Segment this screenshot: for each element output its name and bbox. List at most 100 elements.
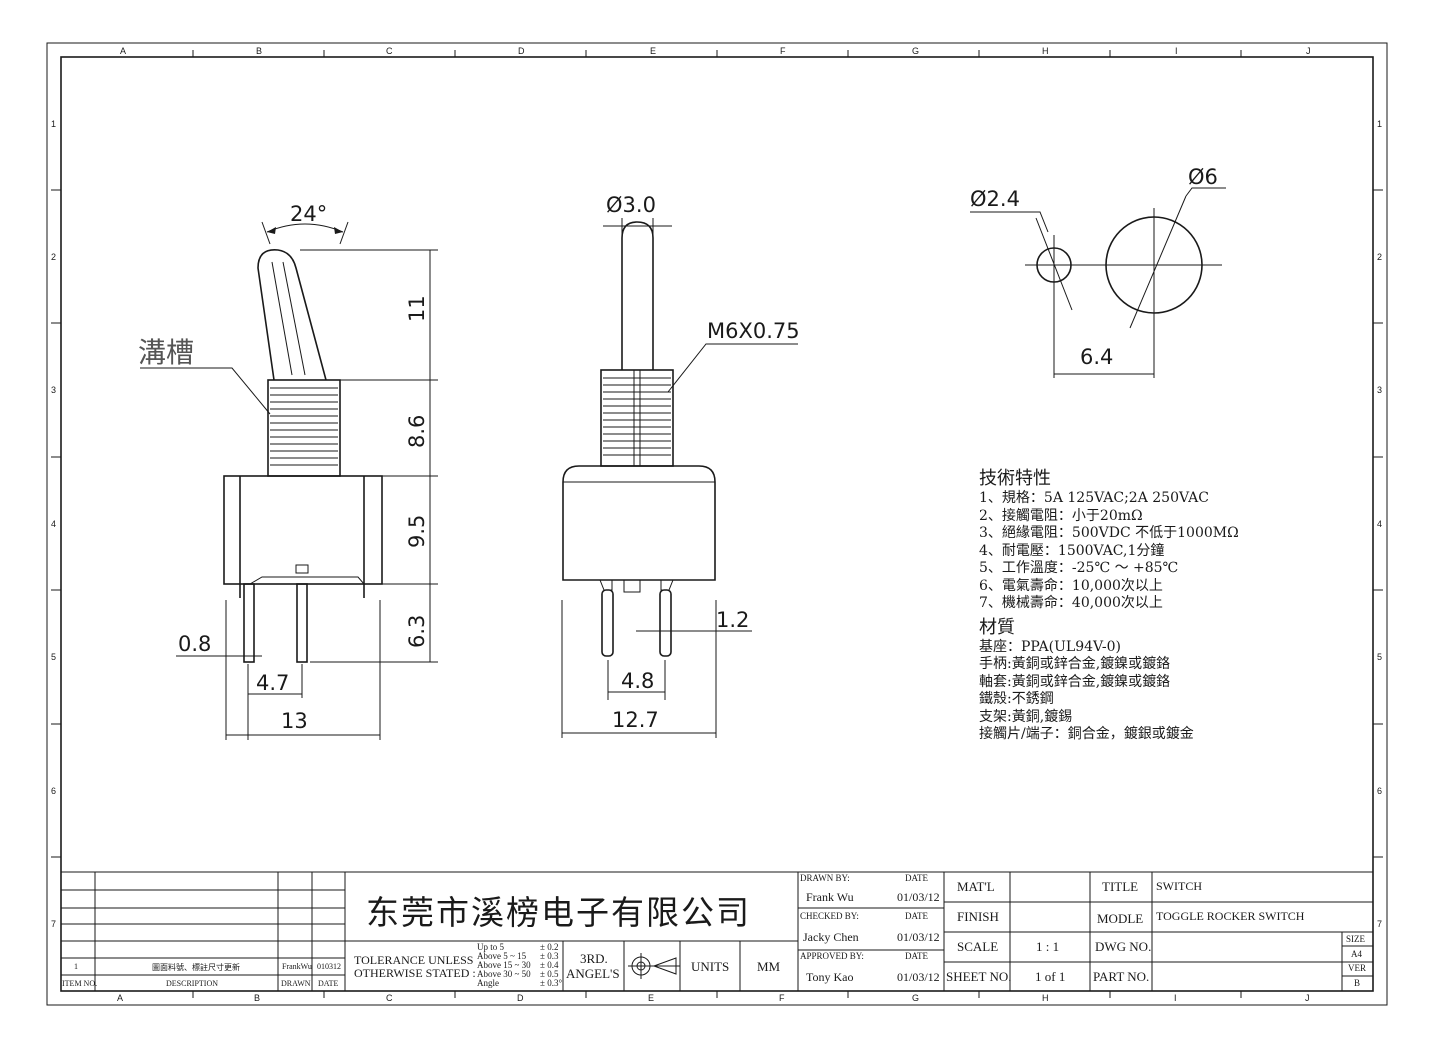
frame-column-labels-bottom: A B C D E F G H I J [117, 993, 1310, 1003]
tolerance-range: Angle [477, 978, 499, 988]
sheet-label: SHEET NO. [946, 969, 1012, 984]
col-label: E [648, 993, 654, 1003]
col-label: G [912, 993, 919, 1003]
thread-lines [603, 377, 671, 456]
tolerance-value: ± 0.3 [540, 951, 559, 961]
dim-pin-height: 6.3 [405, 615, 429, 648]
title-label: TITLE [1102, 879, 1139, 894]
material-item: 鐵殼:不銹鋼 [979, 691, 1054, 707]
col-label: F [779, 993, 785, 1003]
side-view: 24° 溝槽 11 8.6 [138, 202, 438, 740]
row-label: 1 [1377, 119, 1382, 129]
frame-column-labels-top: A B C D E F G H I J [120, 46, 1311, 56]
spec-item: 3、絕緣電阻：500VDC 不低于1000MΩ [979, 525, 1239, 541]
units-label: UNITS [691, 959, 730, 974]
dim-pin-pitch: 4.7 [256, 671, 289, 695]
dim-body-height: 9.5 [405, 515, 429, 548]
material-title: 材質 [979, 616, 1015, 638]
approved-date: 01/03/12 [897, 970, 940, 984]
units-value: MM [757, 959, 781, 974]
col-label: D [517, 993, 524, 1003]
dim-small-hole: Ø2.4 [970, 187, 1020, 211]
dwg-no-label: DWG NO. [1095, 939, 1152, 954]
header-date: DATE [318, 979, 339, 988]
material-item: 接觸片/端子：銅合金，鍍銀或鍍金 [979, 726, 1194, 742]
specs-block: 技術特性 1、規格：5A 125VAC;2A 250VAC 2、接觸電阻：小于2… [979, 468, 1239, 744]
terminal-pin [601, 589, 614, 657]
tolerance-value: ± 0.2 [540, 942, 559, 952]
finish-label: FINISH [957, 909, 999, 924]
approved-by-label: APPROVED BY: [800, 951, 864, 961]
spec-item: 5、工作溫度：-25℃ ～ +85℃ [979, 560, 1179, 576]
row-label: 3 [1377, 385, 1382, 395]
switch-body [562, 465, 716, 581]
header-drawn: DRAWN [281, 979, 311, 988]
thread-label: M6X0.75 [707, 319, 800, 343]
size-label: SIZE [1346, 934, 1365, 944]
row-label: 7 [1377, 919, 1382, 929]
col-label: I [1174, 993, 1177, 1003]
row-label: 6 [1377, 786, 1382, 796]
row-label: 5 [1377, 652, 1382, 662]
material-item: 手柄:黃銅或鋅合金,鍍鎳或鍍鉻 [979, 656, 1171, 672]
modle-value: TOGGLE ROCKER SWITCH [1156, 909, 1305, 923]
company-name: 东莞市溪榜电子有限公司 [366, 893, 751, 932]
material-item: 基座：PPA(UL94V-0) [979, 638, 1121, 655]
outer-frame [46, 42, 1388, 1006]
col-label: J [1305, 993, 1310, 1003]
lever [621, 221, 654, 370]
drawn-by: Frank Wu [806, 890, 854, 904]
row-label: 7 [51, 919, 56, 929]
bushing [267, 379, 341, 477]
bushing [600, 369, 674, 467]
lever [257, 249, 327, 381]
tolerance-range: Up to 5 [477, 942, 504, 952]
sheet-value: 1 of 1 [1035, 969, 1066, 984]
frame-row-labels: 1 2 3 4 5 6 7 1 2 3 4 5 6 7 [51, 119, 1382, 929]
dim-hole-spacing: 6.4 [1080, 345, 1113, 369]
dim-pin-thickness: 1.2 [716, 608, 749, 632]
spec-item: 6、電氣壽命：10,000次以上 [979, 577, 1163, 594]
date-label: DATE [905, 951, 928, 961]
approved-by: Tony Kao [806, 970, 854, 984]
checked-by-label: CHECKED BY: [800, 911, 859, 921]
title-block-grid [61, 871, 1373, 991]
dim-width: 12.7 [612, 708, 659, 732]
projection-label: ANGEL'S [566, 966, 620, 981]
row-label: 4 [1377, 519, 1382, 529]
col-label: H [1042, 993, 1049, 1003]
dim-lever-height: 11 [405, 295, 429, 322]
scale-value: 1 : 1 [1036, 939, 1060, 954]
terminal-pin [243, 583, 255, 663]
header-item-no: ITEM NO. [62, 979, 98, 988]
row-label: 1 [51, 119, 56, 129]
row-label: 2 [51, 252, 56, 262]
spec-item: 1、規格：5A 125VAC;2A 250VAC [979, 490, 1209, 506]
header-description: DESCRIPTION [166, 979, 219, 988]
col-label: D [518, 46, 525, 56]
tolerance-value: ± 0.5 [540, 969, 559, 979]
drawn-date: 01/03/12 [897, 890, 940, 904]
dim-pin-width: 0.8 [178, 632, 211, 656]
tolerance-value: ± 0.4 [540, 960, 559, 970]
rev-date: 010312 [317, 962, 341, 971]
thread-leader [667, 343, 798, 393]
dim-width: 13 [281, 709, 308, 733]
col-label: A [117, 993, 123, 1003]
ver-label: VER [1348, 963, 1366, 973]
checked-date: 01/03/12 [897, 930, 940, 944]
col-label: E [650, 46, 656, 56]
col-label: A [120, 46, 126, 56]
spec-item: 4、耐電壓：1500VAC,1分鐘 [979, 542, 1165, 559]
tolerance-range: Above 30 ~ 50 [477, 969, 531, 979]
panel-cutout-view: Ø2.4 Ø6 6.4 [970, 165, 1226, 378]
date-label: DATE [905, 911, 928, 921]
checked-by: Jacky Chen [803, 930, 859, 944]
row-label: 4 [51, 519, 56, 529]
terminal-pin [659, 589, 672, 657]
row-label: 5 [51, 652, 56, 662]
switch-body [223, 475, 383, 585]
col-label: J [1306, 46, 1311, 56]
col-label: B [256, 46, 262, 56]
